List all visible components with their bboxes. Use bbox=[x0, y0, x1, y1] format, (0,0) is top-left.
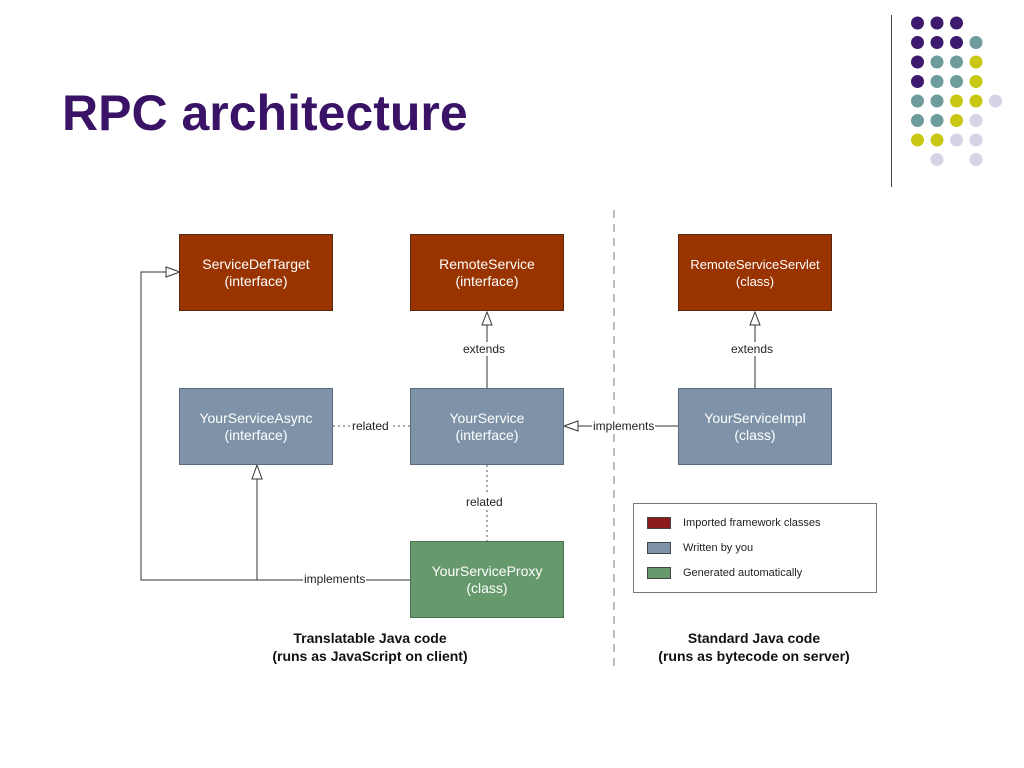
box-your-service: YourService (interface) bbox=[410, 388, 564, 465]
decorative-dot bbox=[930, 55, 944, 69]
legend-label: Generated automatically bbox=[683, 567, 803, 579]
label-extends-left: extends bbox=[463, 342, 506, 356]
decorative-dot bbox=[989, 94, 1002, 108]
box-name: YourServiceAsync bbox=[199, 409, 313, 426]
box-kind: (class) bbox=[734, 426, 776, 443]
decorative-dot bbox=[969, 133, 983, 147]
box-kind: (class) bbox=[735, 273, 775, 289]
slide-title: RPC architecture bbox=[62, 85, 468, 141]
decorative-dot bbox=[969, 153, 983, 166]
decorative-dot bbox=[911, 114, 924, 127]
decorative-dot bbox=[911, 94, 924, 108]
decorative-dot bbox=[911, 16, 924, 30]
caption-client: Translatable Java code (runs as JavaScri… bbox=[220, 629, 520, 665]
decorative-dot bbox=[911, 36, 924, 49]
caption-client-line1: Translatable Java code bbox=[293, 630, 447, 646]
decorative-dot bbox=[930, 75, 944, 88]
label-extends-right: extends bbox=[731, 342, 774, 356]
decorative-dot bbox=[950, 55, 963, 69]
label-implements-right: implements bbox=[592, 419, 656, 433]
decorative-dot bbox=[930, 114, 944, 127]
decorative-dot bbox=[969, 114, 983, 127]
legend-item-imported: Imported framework classes bbox=[647, 516, 821, 530]
box-your-service-impl: YourServiceImpl (class) bbox=[678, 388, 832, 465]
title-divider-line bbox=[891, 15, 892, 187]
decorative-dot bbox=[950, 75, 963, 88]
box-kind: (interface) bbox=[224, 272, 288, 289]
box-name: YourServiceProxy bbox=[431, 562, 543, 579]
decorative-dot bbox=[930, 36, 944, 49]
arrowhead-yourservice bbox=[562, 420, 579, 432]
legend-swatch-written bbox=[647, 542, 671, 554]
decorative-dot bbox=[969, 94, 983, 108]
box-remote-service: RemoteService (interface) bbox=[410, 234, 564, 311]
box-kind: (interface) bbox=[224, 426, 288, 443]
label-implements-bottom: implements bbox=[303, 572, 367, 586]
decorative-dot bbox=[950, 133, 963, 147]
box-your-service-async: YourServiceAsync (interface) bbox=[179, 388, 333, 465]
legend-label: Written by you bbox=[683, 542, 754, 554]
box-kind: (interface) bbox=[455, 272, 519, 289]
label-related-horizontal: related bbox=[350, 419, 391, 433]
decorative-dot bbox=[930, 153, 944, 166]
caption-server: Standard Java code (runs as bytecode on … bbox=[604, 629, 904, 665]
box-kind: (class) bbox=[466, 579, 508, 596]
decorative-dot bbox=[930, 16, 944, 30]
box-name: YourServiceImpl bbox=[704, 409, 806, 426]
decorative-dot bbox=[930, 133, 944, 147]
box-name: ServiceDefTarget bbox=[202, 255, 310, 272]
caption-client-line2: (runs as JavaScript on client) bbox=[272, 648, 468, 664]
edge-proxy-implements-servicedeftarget bbox=[140, 271, 410, 581]
decorative-dot bbox=[950, 16, 963, 30]
decorative-dot bbox=[911, 75, 924, 88]
box-service-def-target: ServiceDefTarget (interface) bbox=[179, 234, 333, 311]
box-name: RemoteServiceServlet bbox=[690, 256, 820, 272]
legend-item-generated: Generated automatically bbox=[647, 566, 802, 580]
box-name: RemoteService bbox=[439, 255, 535, 272]
decorative-dot bbox=[911, 55, 924, 69]
arrowhead-servicedeftarget bbox=[165, 266, 182, 278]
legend-swatch-generated bbox=[647, 567, 671, 579]
decorative-dot bbox=[950, 94, 963, 108]
decorative-dot bbox=[950, 36, 963, 49]
box-your-service-proxy: YourServiceProxy (class) bbox=[410, 541, 564, 618]
arrowhead-async bbox=[251, 463, 263, 480]
decorative-dot bbox=[911, 133, 924, 147]
decorative-dot-grid bbox=[911, 16, 1002, 166]
decorative-dot bbox=[969, 75, 983, 88]
legend-item-written: Written by you bbox=[647, 541, 753, 555]
label-related-vertical: related bbox=[466, 495, 503, 509]
caption-server-line1: Standard Java code bbox=[687, 630, 821, 646]
arrowhead-remoteservice bbox=[481, 310, 493, 326]
box-kind: (interface) bbox=[455, 426, 519, 443]
decorative-dot bbox=[969, 55, 983, 69]
caption-server-line2: (runs as bytecode on server) bbox=[658, 648, 850, 664]
decorative-dot bbox=[950, 114, 963, 127]
decorative-dot bbox=[930, 94, 944, 108]
legend-label: Imported framework classes bbox=[683, 517, 821, 529]
legend-swatch-imported bbox=[647, 517, 671, 529]
legend: Imported framework classes Written by yo… bbox=[633, 503, 877, 593]
decorative-dot bbox=[969, 36, 983, 49]
box-name: YourService bbox=[449, 409, 525, 426]
box-remote-service-servlet: RemoteServiceServlet (class) bbox=[678, 234, 832, 311]
arrowhead-servlet bbox=[749, 310, 761, 326]
